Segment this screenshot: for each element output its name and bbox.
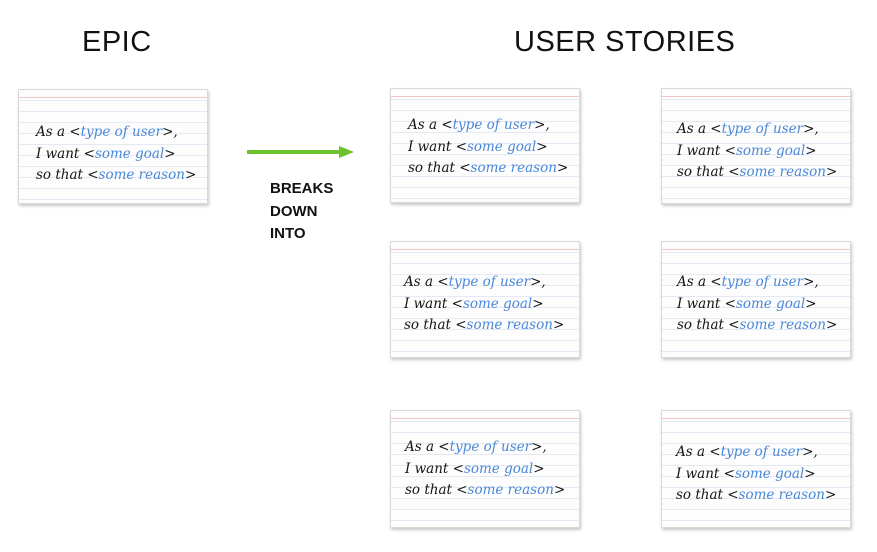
caption-line: BREAKS [270,180,334,197]
card-line-role: As a <type of user>, [405,439,547,455]
user-stories-heading: USER STORIES [514,26,736,58]
user-story-card: As a <type of user>, I want <some goal> … [390,241,580,358]
user-story-card: As a <type of user>, I want <some goal> … [390,88,580,203]
caption-line: INTO [270,225,306,242]
card-line-reason: so that <some reason> [404,317,565,333]
card-line-reason: so that <some reason> [677,164,838,180]
card-line-goal: I want <some goal> [408,138,548,155]
user-story-card: As a <type of user>, I want <some goal> … [661,241,851,358]
user-story-card: As a <type of user>, I want <some goal> … [390,410,580,528]
card-line-role: As a <type of user>, [404,274,546,290]
card-line-goal: I want <some goal> [677,142,817,159]
card-line-goal: I want <some goal> [677,295,817,312]
card-line-role: As a <type of user>, [408,117,550,133]
caption-line: DOWN [270,202,318,220]
card-line-role: As a <type of user>, [677,121,819,137]
card-line-role: As a <type of user>, [677,274,819,290]
card-line-reason: so that <some reason> [677,317,838,333]
card-line-reason: so that <some reason> [36,167,197,183]
card-line-goal: I want <some goal> [36,145,176,162]
card-line-role: As a <type of user>, [676,444,818,460]
card-line-goal: I want <some goal> [676,465,816,482]
card-line-goal: I want <some goal> [405,460,545,477]
card-line-goal: I want <some goal> [404,295,544,312]
card-line-role: As a <type of user>, [36,124,178,140]
epic-card: As a <type of user>, I want <some goal> … [18,89,208,204]
epic-heading: EPIC [82,26,152,58]
user-story-card: As a <type of user>, I want <some goal> … [661,410,851,528]
card-line-reason: so that <some reason> [405,482,566,498]
breaks-down-arrow-icon [247,146,354,158]
user-story-card: As a <type of user>, I want <some goal> … [661,88,851,204]
card-line-reason: so that <some reason> [408,160,569,176]
card-line-reason: so that <some reason> [676,487,837,503]
breaks-down-into-caption: BREAKS DOWN INTO [270,178,333,246]
